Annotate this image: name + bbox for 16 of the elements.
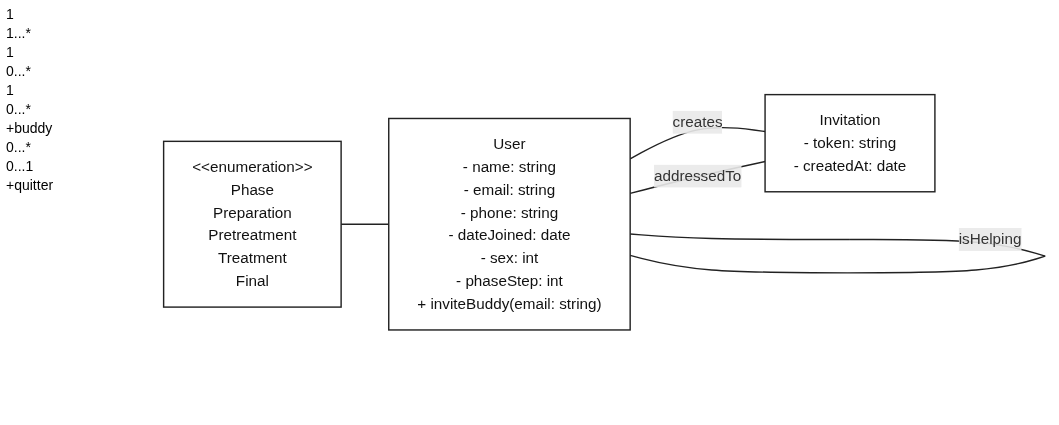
edge-label: addressedTo [653,167,742,184]
node-box: User - name: string - email: string - phone: string - dateJoined: date - sex: int - phaseStep: int + inviteBuddy(email: string) [388,117,631,331]
multiplicity-label: 0...* [6,139,32,155]
node-box: Invitation - token: string - createdAt: date [764,94,936,193]
multiplicity-label: 1 [6,44,15,60]
edge-label: creates [672,113,723,131]
edge-label: isHelping [958,231,1022,248]
multiplicity-label: 0...* [6,63,32,79]
multiplicity-label: 1 [6,6,15,22]
multiplicity-label: 0...* [6,101,32,117]
multiplicity-label: +buddy [6,120,54,136]
multiplicity-label: 1...* [6,25,32,41]
multiplicity-label: 0...1 [6,158,35,174]
multiplicity-label: 1 [6,82,15,98]
node-box: <<enumeration>> Phase Preparation Pretreatment Treatment Final [162,140,342,308]
multiplicity-label: +quitter [6,177,55,193]
